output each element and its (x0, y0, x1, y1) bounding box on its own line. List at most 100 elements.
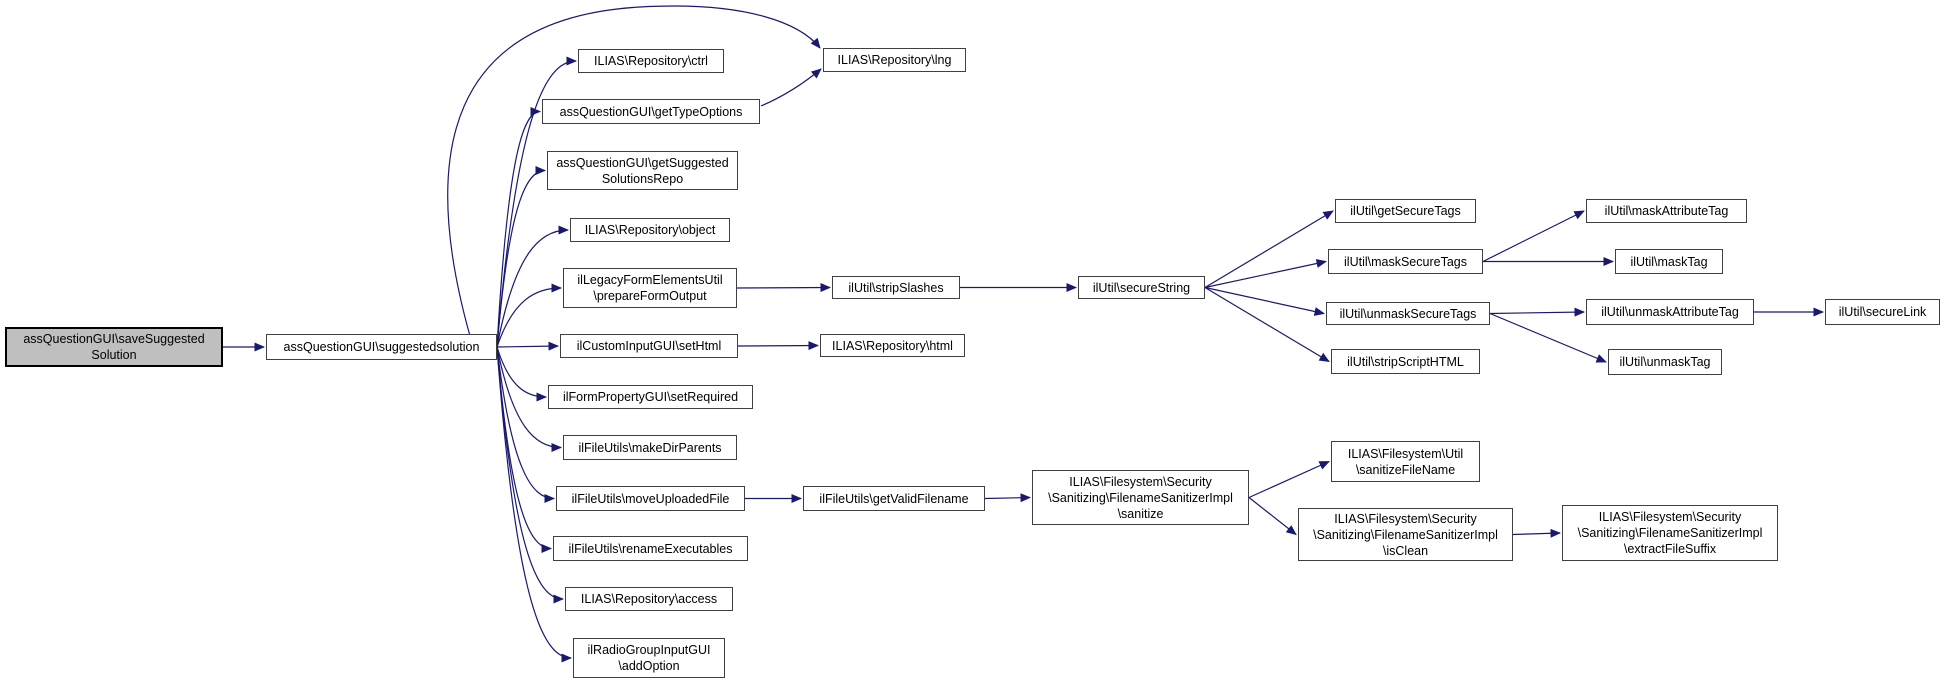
edge-setHtml-to-html (737, 341, 819, 351)
node-label-line: ilUtil\unmaskTag (1619, 355, 1711, 369)
edge-prepareFormOutput-to-stripSlashes (736, 283, 831, 293)
node-label-line: ilLegacyFormElementsUtil (577, 273, 723, 287)
node-label-line: \Sanitizing\FilenameSanitizerImpl (1048, 490, 1233, 505)
node-label-line: ILIAS\Repository\html (832, 338, 953, 353)
node-getValidFilename[interactable]: ilFileUtils\getValidFilename (803, 486, 985, 511)
node-secureLink[interactable]: ilUtil\secureLink (1825, 299, 1940, 325)
node-unmaskAttributeTag[interactable]: ilUtil\unmaskAttributeTag (1586, 299, 1754, 325)
edge-getTypeOptions-to-lng (760, 68, 822, 107)
node-renameExecutables[interactable]: ilFileUtils\renameExecutables (553, 536, 748, 561)
node-suggestedsolution[interactable]: assQuestionGUI\suggestedsolution (266, 334, 497, 360)
edge-secureString-to-stripScriptHTML (1204, 286, 1330, 363)
node-label-line: assQuestionGUI\getTypeOptions (559, 104, 743, 119)
node-setHtml[interactable]: ilCustomInputGUI\setHtml (560, 334, 738, 358)
node-label-line: ilUtil\unmaskSecureTags (1339, 306, 1477, 321)
node-label-line: ILIAS\Filesystem\Security (1334, 511, 1477, 526)
node-label-line: Solution (91, 348, 137, 362)
node-label-line: \Sanitizing\FilenameSanitizerImpl (1577, 526, 1763, 540)
edge-suggestedsolution-to-renameExecutables (496, 346, 552, 553)
edge-isClean-to-extractFileSuffix (1512, 528, 1561, 538)
edge-suggestedsolution-to-getSuggestedSolutionsRepo (496, 166, 546, 348)
edge-suggestedsolution-to-ctrl (496, 56, 577, 348)
node-maskAttributeTag[interactable]: ilUtil\maskAttributeTag (1586, 199, 1747, 223)
edge-getValidFilename-to-sanitize (984, 493, 1031, 503)
edge-suggestedsolution-to-getTypeOptions (496, 107, 541, 348)
node-label-line: ilUtil\secureLink (1838, 305, 1927, 319)
edge-sanitize-to-sanitizeFileName (1248, 460, 1330, 499)
node-label-line: ILIAS\Repository\object (584, 223, 716, 237)
node-label-line: ilFileUtils\moveUploadedFile (571, 491, 730, 506)
node-label-line: ilFileUtils\makeDirParents (578, 440, 722, 455)
node-lng[interactable]: ILIAS\Repository\lng (823, 48, 966, 72)
node-isClean[interactable]: ILIAS\Filesystem\Security\Sanitizing\Fil… (1298, 508, 1513, 561)
node-unmaskTag[interactable]: ilUtil\unmaskTag (1608, 349, 1722, 375)
node-label-line: assQuestionGUI\saveSuggested (23, 332, 205, 346)
node-extractFileSuffix[interactable]: ILIAS\Filesystem\Security \Sanitizing\Fil… (1562, 505, 1778, 561)
edge-suggestedsolution-to-setHtml (496, 341, 559, 351)
edge-suggestedsolution-to-lng (447, 5, 821, 337)
node-label-line: ilUtil\stripScriptHTML (1347, 354, 1464, 369)
node-object[interactable]: ILIAS\Repository\object (570, 218, 730, 242)
node-label-line: ILIAS\Filesystem\Util (1347, 446, 1464, 461)
node-label-line: ilUtil\secureString (1092, 280, 1191, 295)
node-secureString[interactable]: ilUtil\secureString (1078, 276, 1205, 299)
node-label-line: assQuestionGUI\getSuggested (556, 155, 729, 170)
node-label-line: \sanitizeFileName (1355, 462, 1456, 477)
node-label-line: ILIAS\Repository\lng (837, 53, 952, 67)
node-label-line: \extractFileSuffix (1623, 542, 1717, 556)
node-label-line: ilUtil\getSecureTags (1350, 204, 1461, 218)
edge-suggestedsolution-to-moveUploadedFile (496, 346, 555, 503)
node-addOption[interactable]: ilRadioGroupInputGUI \addOption (573, 638, 725, 678)
edge-suggestedsolution-to-addOption (496, 346, 572, 663)
node-access[interactable]: ILIAS\Repository\access (565, 587, 733, 611)
node-label-line: ILIAS\Repository\ctrl (594, 54, 708, 68)
node-label-line: \sanitize (1117, 506, 1164, 521)
node-makeDirParents[interactable]: ilFileUtils\makeDirParents (563, 435, 737, 460)
node-label-line: \addOption (618, 659, 680, 673)
edge-suggestedsolution-to-makeDirParents (496, 346, 562, 452)
node-label-line: ILIAS\Filesystem\Security (1069, 474, 1212, 489)
node-html[interactable]: ILIAS\Repository\html (820, 334, 965, 357)
edge-suggestedsolution-to-object (496, 225, 569, 348)
edge-secureString-to-maskSecureTags (1204, 259, 1327, 289)
node-getTypeOptions[interactable]: assQuestionGUI\getTypeOptions (542, 99, 760, 124)
node-sanitizeFileName[interactable]: ILIAS\Filesystem\Util\sanitizeFileName (1331, 441, 1480, 482)
node-setRequired[interactable]: ilFormPropertyGUI\setRequired (548, 385, 753, 409)
node-label-line: ilFileUtils\getValidFilename (819, 491, 969, 506)
node-label-line: \isClean (1382, 543, 1429, 558)
node-label-line: ilFileUtils\renameExecutables (568, 541, 733, 556)
node-label-line: ILIAS\Repository\access (580, 592, 718, 606)
node-label-line: ilUtil\stripSlashes (848, 280, 944, 295)
node-stripSlashes[interactable]: ilUtil\stripSlashes (832, 276, 960, 299)
node-unmaskSecureTags[interactable]: ilUtil\unmaskSecureTags (1326, 302, 1490, 325)
node-label-line: assQuestionGUI\suggestedsolution (283, 340, 480, 354)
node-label-line: \prepareFormOutput (593, 289, 707, 303)
node-label-line: ilUtil\maskSecureTags (1344, 254, 1467, 269)
node-label-line: ilRadioGroupInputGUI (587, 643, 711, 657)
edge-unmaskSecureTags-to-unmaskTag (1489, 312, 1607, 363)
node-getSecureTags[interactable]: ilUtil\getSecureTags (1335, 199, 1476, 223)
edge-sanitize-to-isClean (1248, 497, 1297, 536)
edge-secureString-to-unmaskSecureTags (1204, 286, 1325, 316)
node-stripScriptHTML[interactable]: ilUtil\stripScriptHTML (1331, 349, 1480, 374)
node-prepareFormOutput[interactable]: ilLegacyFormElementsUtil \prepareFormOutp… (563, 268, 737, 308)
node-sanitize[interactable]: ILIAS\Filesystem\Security\Sanitizing\Fil… (1032, 470, 1249, 525)
edge-unmaskSecureTags-to-unmaskAttributeTag (1489, 307, 1585, 317)
node-label-line: \Sanitizing\FilenameSanitizerImpl (1313, 527, 1498, 542)
node-label-line: ilUtil\maskAttributeTag (1604, 204, 1729, 218)
node-label-line: ilUtil\unmaskAttributeTag (1601, 305, 1739, 319)
edge-suggestedsolution-to-access (496, 346, 564, 604)
node-ctrl[interactable]: ILIAS\Repository\ctrl (578, 49, 724, 73)
node-label-line: ilFormPropertyGUI\setRequired (562, 390, 739, 404)
node-maskTag[interactable]: ilUtil\maskTag (1615, 249, 1723, 274)
node-label-line: ILIAS\Filesystem\Security (1598, 510, 1742, 524)
node-moveUploadedFile[interactable]: ilFileUtils\moveUploadedFile (556, 486, 745, 511)
node-label-line: SolutionsRepo (601, 171, 684, 186)
edge-suggestedsolution-to-prepareFormOutput (496, 283, 562, 348)
node-label-line: ilUtil\maskTag (1630, 254, 1708, 269)
node-maskSecureTags[interactable]: ilUtil\maskSecureTags (1328, 249, 1483, 274)
